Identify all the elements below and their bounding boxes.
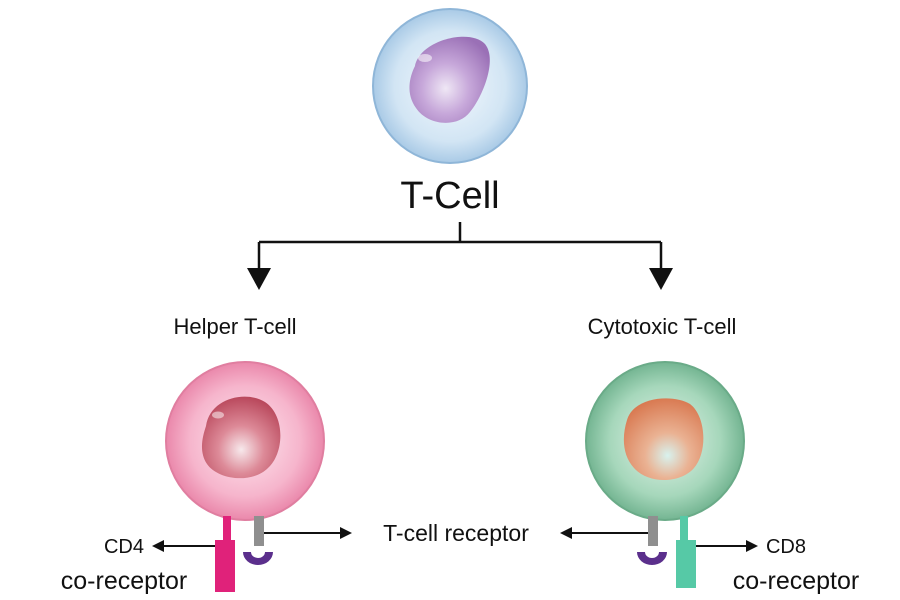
cd4-receptor-icon <box>215 516 235 592</box>
cd4-label: CD4 <box>104 536 144 558</box>
cd8-coreceptor-label: co-receptor <box>733 567 859 595</box>
helper-cell-icon <box>165 361 325 521</box>
arrow-to-cytotoxic <box>649 268 673 290</box>
cd8-label: CD8 <box>766 536 806 558</box>
pointer-arrows <box>152 527 758 552</box>
cytotoxic-cell-label: Cytotoxic T-cell <box>588 314 737 339</box>
root-cell-icon <box>372 8 528 164</box>
cytotoxic-cell-icon <box>585 361 745 521</box>
cytotoxic-tcr-icon <box>637 516 667 565</box>
branch-connector <box>257 222 663 270</box>
root-cell-label: T-Cell <box>400 175 499 217</box>
helper-tcr-icon <box>243 516 273 565</box>
cd8-receptor-icon <box>676 516 696 588</box>
arrow-to-helper <box>247 268 271 290</box>
helper-cell-label: Helper T-cell <box>173 314 296 339</box>
cd4-coreceptor-label: co-receptor <box>61 567 187 595</box>
tcr-label: T-cell receptor <box>383 520 529 546</box>
